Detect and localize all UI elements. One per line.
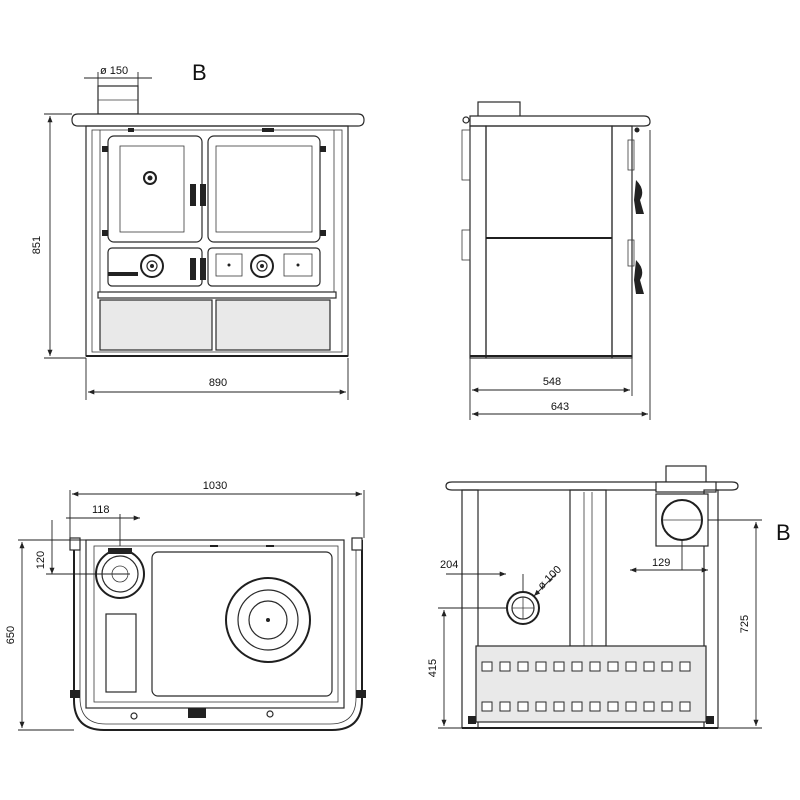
door-handle-right [200, 184, 206, 206]
drawer-right [215, 299, 331, 351]
dim-diameter-rear: ø 100 [536, 564, 564, 592]
label-b-top: B [192, 60, 207, 85]
dim-width-front: 890 [209, 377, 227, 389]
side-view: 548 643 [461, 101, 651, 420]
handrail [73, 540, 363, 731]
vent-slot [499, 701, 511, 712]
cooktop [85, 539, 345, 709]
dim-height-front: 851 [31, 236, 43, 254]
rear-channel [569, 489, 607, 647]
dim-height-high-rear: 725 [739, 615, 751, 633]
front-view: 851 890 ø 150 B [31, 60, 365, 400]
ash-door-left [107, 247, 203, 287]
vent-slot [499, 661, 511, 672]
vent-slot [643, 661, 655, 672]
dim-offset-right-rear: 129 [652, 557, 670, 569]
flue-pipe-rear [665, 465, 707, 483]
vent-slot [679, 701, 691, 712]
side-panel [485, 125, 613, 359]
vent-slot [679, 661, 691, 672]
air-vent-right-icon [250, 254, 274, 278]
vent-slot [607, 661, 619, 672]
top-plate [71, 113, 365, 127]
dim-height-low-rear: 415 [427, 659, 439, 677]
vent-slot [661, 661, 673, 672]
dim-width-top: 1030 [203, 480, 227, 492]
rear-view: 204 ø 100 129 415 725 B [427, 465, 791, 729]
vent-slot [517, 661, 529, 672]
top-view: 1030 118 120 650 [5, 480, 366, 731]
vent-slot [481, 701, 493, 712]
ash-door-right [207, 247, 321, 287]
cooking-ring-outer-icon [225, 577, 311, 663]
vent-slot [625, 661, 637, 672]
oven-door-right [207, 135, 321, 243]
dim-flue-x-top: 118 [92, 504, 110, 516]
firebox-lid [105, 613, 137, 693]
vent-slot [607, 701, 619, 712]
label-b-right: B [776, 520, 791, 545]
vent-slot [589, 701, 601, 712]
drawer-left [99, 299, 213, 351]
handle-side-upper [634, 180, 644, 214]
vent-slot [661, 701, 673, 712]
vent-slot [517, 701, 529, 712]
thermometer-icon [143, 171, 157, 185]
vent-slot [571, 661, 583, 672]
vent-slot [553, 661, 565, 672]
dim-depth-top: 650 [5, 626, 17, 644]
oven-door-left [107, 135, 203, 243]
air-vent-left-icon [140, 254, 164, 278]
dim-depth-side: 643 [551, 401, 569, 413]
vent-slot [553, 701, 565, 712]
hot-plate [151, 551, 333, 697]
vent-slot [625, 701, 637, 712]
vent-slot [535, 701, 547, 712]
vent-slot [571, 701, 583, 712]
handle-side-lower [634, 260, 644, 294]
vent-slot [589, 661, 601, 672]
dim-flue-front: ø 150 [100, 65, 128, 77]
vent-slot [643, 701, 655, 712]
dim-flue-y-top: 120 [35, 551, 47, 569]
vent-slot [535, 661, 547, 672]
dim-offset-left-rear: 204 [440, 559, 458, 571]
dim-inner-depth-side: 548 [543, 376, 561, 388]
vent-slot [481, 661, 493, 672]
door-handle-left [190, 184, 196, 206]
